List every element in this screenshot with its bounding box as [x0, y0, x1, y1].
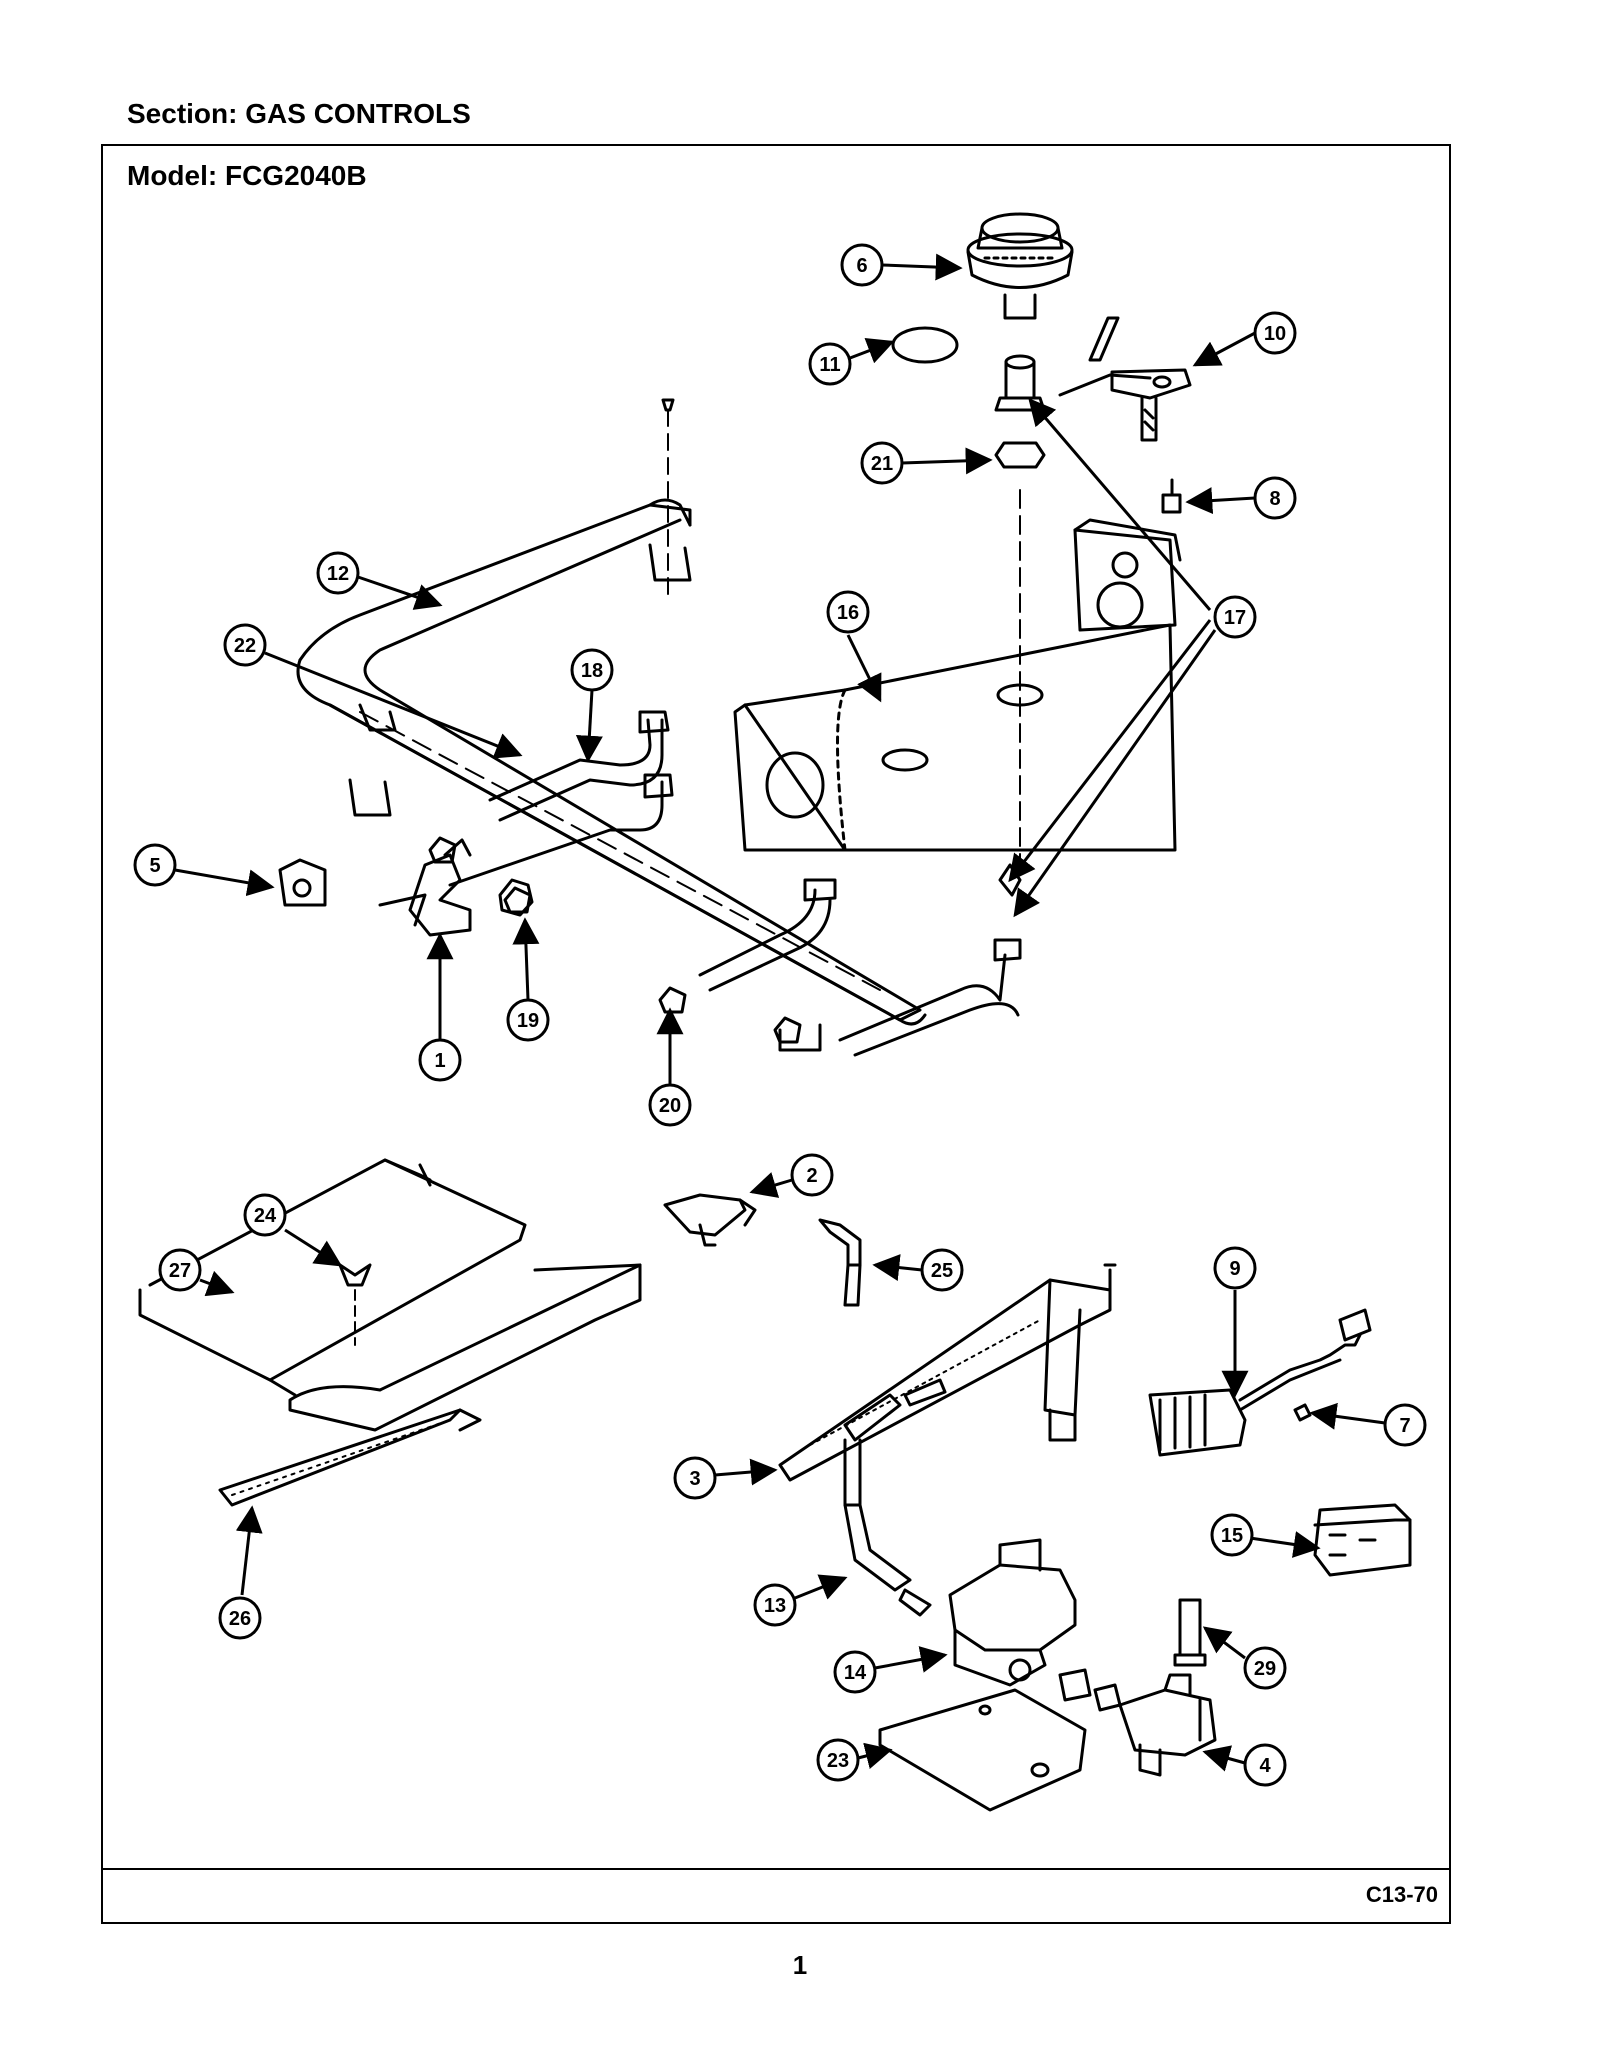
callout-label: 18 — [581, 660, 603, 682]
callout-label: 22 — [234, 635, 256, 657]
igniter-part — [1148, 1308, 1372, 1457]
callout-9: 9 — [1213, 1246, 1257, 1290]
callout-24: 24 — [243, 1193, 287, 1237]
callout-label: 5 — [149, 855, 160, 877]
callout-label: 4 — [1259, 1755, 1271, 1777]
callout-10: 10 — [1253, 311, 1297, 355]
callout-26: 26 — [218, 1596, 262, 1640]
callout-label: 29 — [1254, 1658, 1276, 1680]
callout-5: 5 — [133, 843, 177, 887]
section-title: Section: GAS CONTROLS — [127, 98, 471, 129]
callout-label: 25 — [931, 1260, 953, 1282]
flex-tube-part — [843, 1378, 947, 1617]
callout-23: 23 — [816, 1738, 860, 1782]
callout-label: 6 — [856, 255, 867, 277]
oven-burner-part — [778, 1263, 1117, 1482]
callout-label: 1 — [434, 1050, 445, 1072]
callout-label: 10 — [1264, 323, 1286, 345]
pressure-regulator-part — [948, 1538, 1077, 1687]
page-number: 1 — [792, 1950, 808, 1980]
callout-6: 6 — [840, 243, 884, 287]
valve-bracket-part — [878, 1688, 1087, 1812]
screw-part — [1293, 1403, 1312, 1422]
top-burner-assembly — [278, 212, 1192, 1057]
callout-label: 15 — [1221, 1525, 1243, 1547]
callout-label: 14 — [844, 1662, 867, 1684]
callout-label: 13 — [764, 1595, 786, 1617]
callout-7: 7 — [1383, 1403, 1427, 1447]
callout-label: 11 — [819, 354, 840, 376]
callout-15: 15 — [1210, 1513, 1254, 1557]
broil-deflector-part — [288, 1263, 642, 1432]
callout-16: 16 — [826, 590, 870, 634]
callout-19: 19 — [506, 998, 550, 1042]
callout-3: 3 — [673, 1456, 717, 1500]
safety-valve-part — [1118, 1673, 1217, 1777]
thermostat-sensor-part — [1173, 1598, 1207, 1667]
callout-29: 29 — [1243, 1646, 1287, 1690]
callout-1: 1 — [418, 1038, 462, 1082]
callout-label: 27 — [169, 1260, 191, 1282]
pilot-tube-part — [663, 1193, 757, 1247]
callout-label: 9 — [1229, 1258, 1240, 1280]
burner-head-part — [966, 212, 1074, 320]
wing-nut-part — [338, 1263, 372, 1287]
callout-21: 21 — [860, 441, 904, 485]
spark-module-part — [1313, 1503, 1412, 1577]
callout-13: 13 — [753, 1583, 797, 1627]
callout-label: 24 — [254, 1205, 277, 1227]
callout-22: 22 — [223, 623, 267, 667]
callout-label: 16 — [837, 602, 859, 624]
callout-11: 11 — [808, 342, 852, 386]
callout-label: 23 — [827, 1750, 849, 1772]
callout-label: 19 — [517, 1010, 539, 1032]
leader-lines — [174, 253, 1386, 1772]
document-code: C13-70 — [1365, 1882, 1438, 1907]
callout-4: 4 — [1243, 1743, 1287, 1787]
callout-8: 8 — [1253, 476, 1297, 520]
callout-label: 3 — [689, 1468, 700, 1490]
fitting-part — [1058, 1668, 1122, 1712]
footer-divider — [101, 1868, 1451, 1870]
hex-nut-part — [498, 878, 534, 917]
callout-label: 26 — [229, 1608, 251, 1630]
diagram-frame — [101, 144, 1451, 1924]
model-title: Model: FCG2040B — [127, 160, 367, 191]
callout-label: 17 — [1224, 607, 1246, 629]
oven-burner-assembly — [663, 1193, 1412, 1812]
burner-bracket-part — [733, 518, 1182, 852]
baffle-part — [138, 1158, 527, 1397]
igniter-bracket-part — [1058, 316, 1192, 442]
callout-2: 2 — [790, 1153, 834, 1197]
callout-label: 21 — [871, 453, 893, 475]
callout-label: 8 — [1269, 488, 1280, 510]
callout-20: 20 — [648, 1083, 692, 1127]
callout-14: 14 — [833, 1650, 877, 1694]
elbow-tube-part — [818, 1218, 862, 1307]
callout-18: 18 — [570, 648, 614, 692]
screw-part — [1161, 478, 1182, 514]
callout-label: 2 — [806, 1165, 817, 1187]
broil-burner-tube-part — [218, 1408, 482, 1507]
orifice-spud-part — [994, 354, 1046, 412]
burner-tube-part — [296, 498, 927, 1026]
o-ring-part — [891, 326, 959, 364]
callout-12: 12 — [316, 551, 360, 595]
clip-part — [278, 858, 327, 907]
callout-17: 17 — [1213, 595, 1257, 639]
callout-label: 12 — [327, 563, 349, 585]
callout-25: 25 — [920, 1248, 964, 1292]
air-shutter-part — [378, 838, 472, 937]
callout-27: 27 — [158, 1248, 202, 1292]
broil-burner-assembly — [138, 1158, 642, 1507]
callout-label: 7 — [1399, 1415, 1410, 1437]
callout-label: 20 — [659, 1095, 681, 1117]
hex-nut-part — [994, 441, 1046, 469]
